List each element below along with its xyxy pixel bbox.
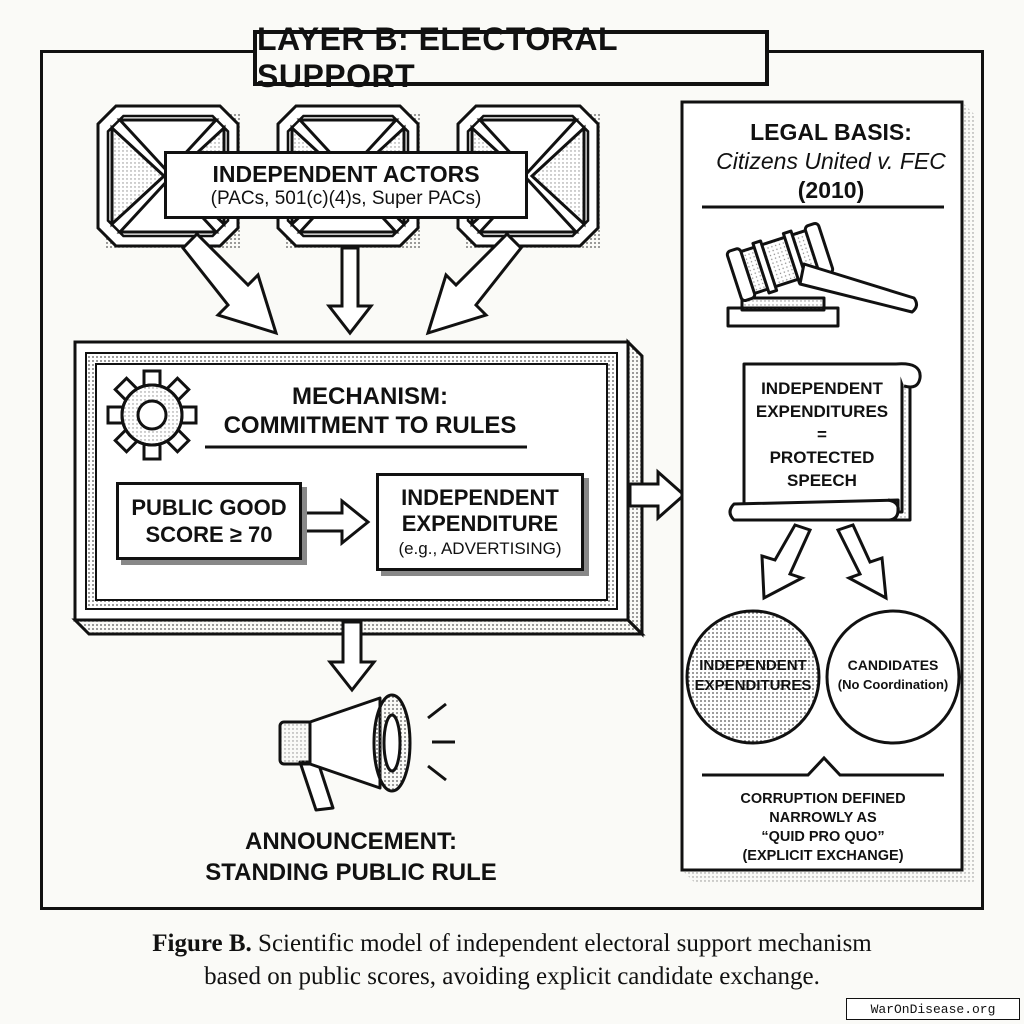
legal-basis-title: LEGAL BASIS: Citizens United v. FEC (201… bbox=[686, 118, 976, 204]
caption-line1: Scientific model of independent electora… bbox=[258, 930, 872, 957]
corruption-definition: CORRUPTION DEFINED NARROWLY AS “QUID PRO… bbox=[702, 790, 944, 865]
independent-expenditure-box: INDEPENDENT EXPENDITURE (e.g., ADVERTISI… bbox=[376, 473, 584, 571]
action-line2: EXPENDITURE bbox=[401, 511, 559, 536]
circle-candidates bbox=[825, 609, 961, 745]
megaphone-icon bbox=[278, 693, 455, 812]
corruption-line4: (EXPLICIT EXCHANGE) bbox=[742, 847, 904, 864]
to-legal-arrow bbox=[628, 468, 687, 522]
circle-left-line1: INDEPENDENT bbox=[699, 657, 807, 674]
circle-left-label: INDEPENDENT EXPENDITURES bbox=[687, 656, 819, 697]
mechanism-title-line2: COMMITMENT TO RULES bbox=[223, 411, 517, 439]
actors-title: INDEPENDENT ACTORS bbox=[212, 160, 480, 187]
layer-title: LAYER B: ELECTORAL SUPPORT bbox=[253, 21, 769, 94]
scroll-text: INDEPENDENT EXPENDITURES = PROTECTED SPE… bbox=[744, 378, 900, 493]
action-line1: INDEPENDENT bbox=[401, 484, 559, 510]
to-announcement-arrow bbox=[326, 620, 378, 693]
scroll-line1: INDEPENDENT bbox=[761, 379, 883, 398]
scroll-line3: = bbox=[817, 424, 827, 444]
condition-line1: PUBLIC GOOD bbox=[131, 494, 287, 520]
watermark-text: WarOnDisease.org bbox=[870, 1001, 996, 1017]
corruption-line1: CORRUPTION DEFINED bbox=[740, 791, 906, 807]
public-good-score-box: PUBLIC GOOD SCORE ≥ 70 bbox=[116, 482, 302, 560]
announcement-label: ANNOUNCEMENT: STANDING PUBLIC RULE bbox=[176, 826, 526, 888]
corruption-line3: “QUID PRO QUO” bbox=[761, 828, 885, 845]
actors-arrows bbox=[180, 231, 524, 336]
figure-caption: Figure B. Scientific model of independen… bbox=[40, 928, 984, 993]
condition-line2: SCORE ≥ 70 bbox=[145, 522, 273, 547]
mechanism-title: MECHANISM: COMMITMENT TO RULES bbox=[205, 383, 535, 441]
legal-case-name: Citizens United v. FEC bbox=[716, 147, 946, 174]
scroll-line2: EXPENDITURES bbox=[755, 401, 889, 421]
announcement-line1: ANNOUNCEMENT: bbox=[245, 828, 457, 855]
circle-right-line1: CANDIDATES bbox=[847, 657, 939, 673]
corruption-brace bbox=[702, 755, 944, 777]
action-note: (e.g., ADVERTISING) bbox=[398, 539, 562, 559]
actors-label-box: INDEPENDENT ACTORS (PACs, 501(c)(4)s, Su… bbox=[164, 151, 528, 219]
circle-right-label: CANDIDATES (No Coordination) bbox=[827, 656, 959, 694]
condition-arrow bbox=[300, 497, 371, 547]
gavel-icon bbox=[725, 221, 919, 328]
legal-case-year: (2010) bbox=[797, 176, 865, 203]
circle-right-line2: (No Coordination) bbox=[837, 676, 949, 692]
mechanism-title-line1: MECHANISM: bbox=[292, 383, 448, 410]
scroll-arrows bbox=[760, 523, 888, 601]
legal-title-label: LEGAL BASIS: bbox=[750, 119, 912, 145]
layer-title-text: LAYER B: ELECTORAL SUPPORT bbox=[257, 21, 618, 94]
caption-line2: based on public scores, avoiding explici… bbox=[204, 962, 820, 990]
actors-subtitle: (PACs, 501(c)(4)s, Super PACs) bbox=[210, 187, 482, 209]
circle-independent-expenditures bbox=[685, 609, 821, 745]
corruption-line2: NARROWLY AS bbox=[769, 809, 877, 826]
scroll-line5: SPEECH bbox=[787, 470, 857, 490]
announcement-line2: STANDING PUBLIC RULE bbox=[205, 859, 497, 887]
scroll-graphic bbox=[728, 362, 922, 522]
watermark: WarOnDisease.org bbox=[846, 998, 1020, 1020]
gear-icon bbox=[106, 369, 198, 461]
circle-left-line2: EXPENDITURES bbox=[694, 677, 812, 695]
scroll-line4: PROTECTED bbox=[769, 447, 875, 467]
caption-label: Figure B. bbox=[152, 930, 252, 957]
